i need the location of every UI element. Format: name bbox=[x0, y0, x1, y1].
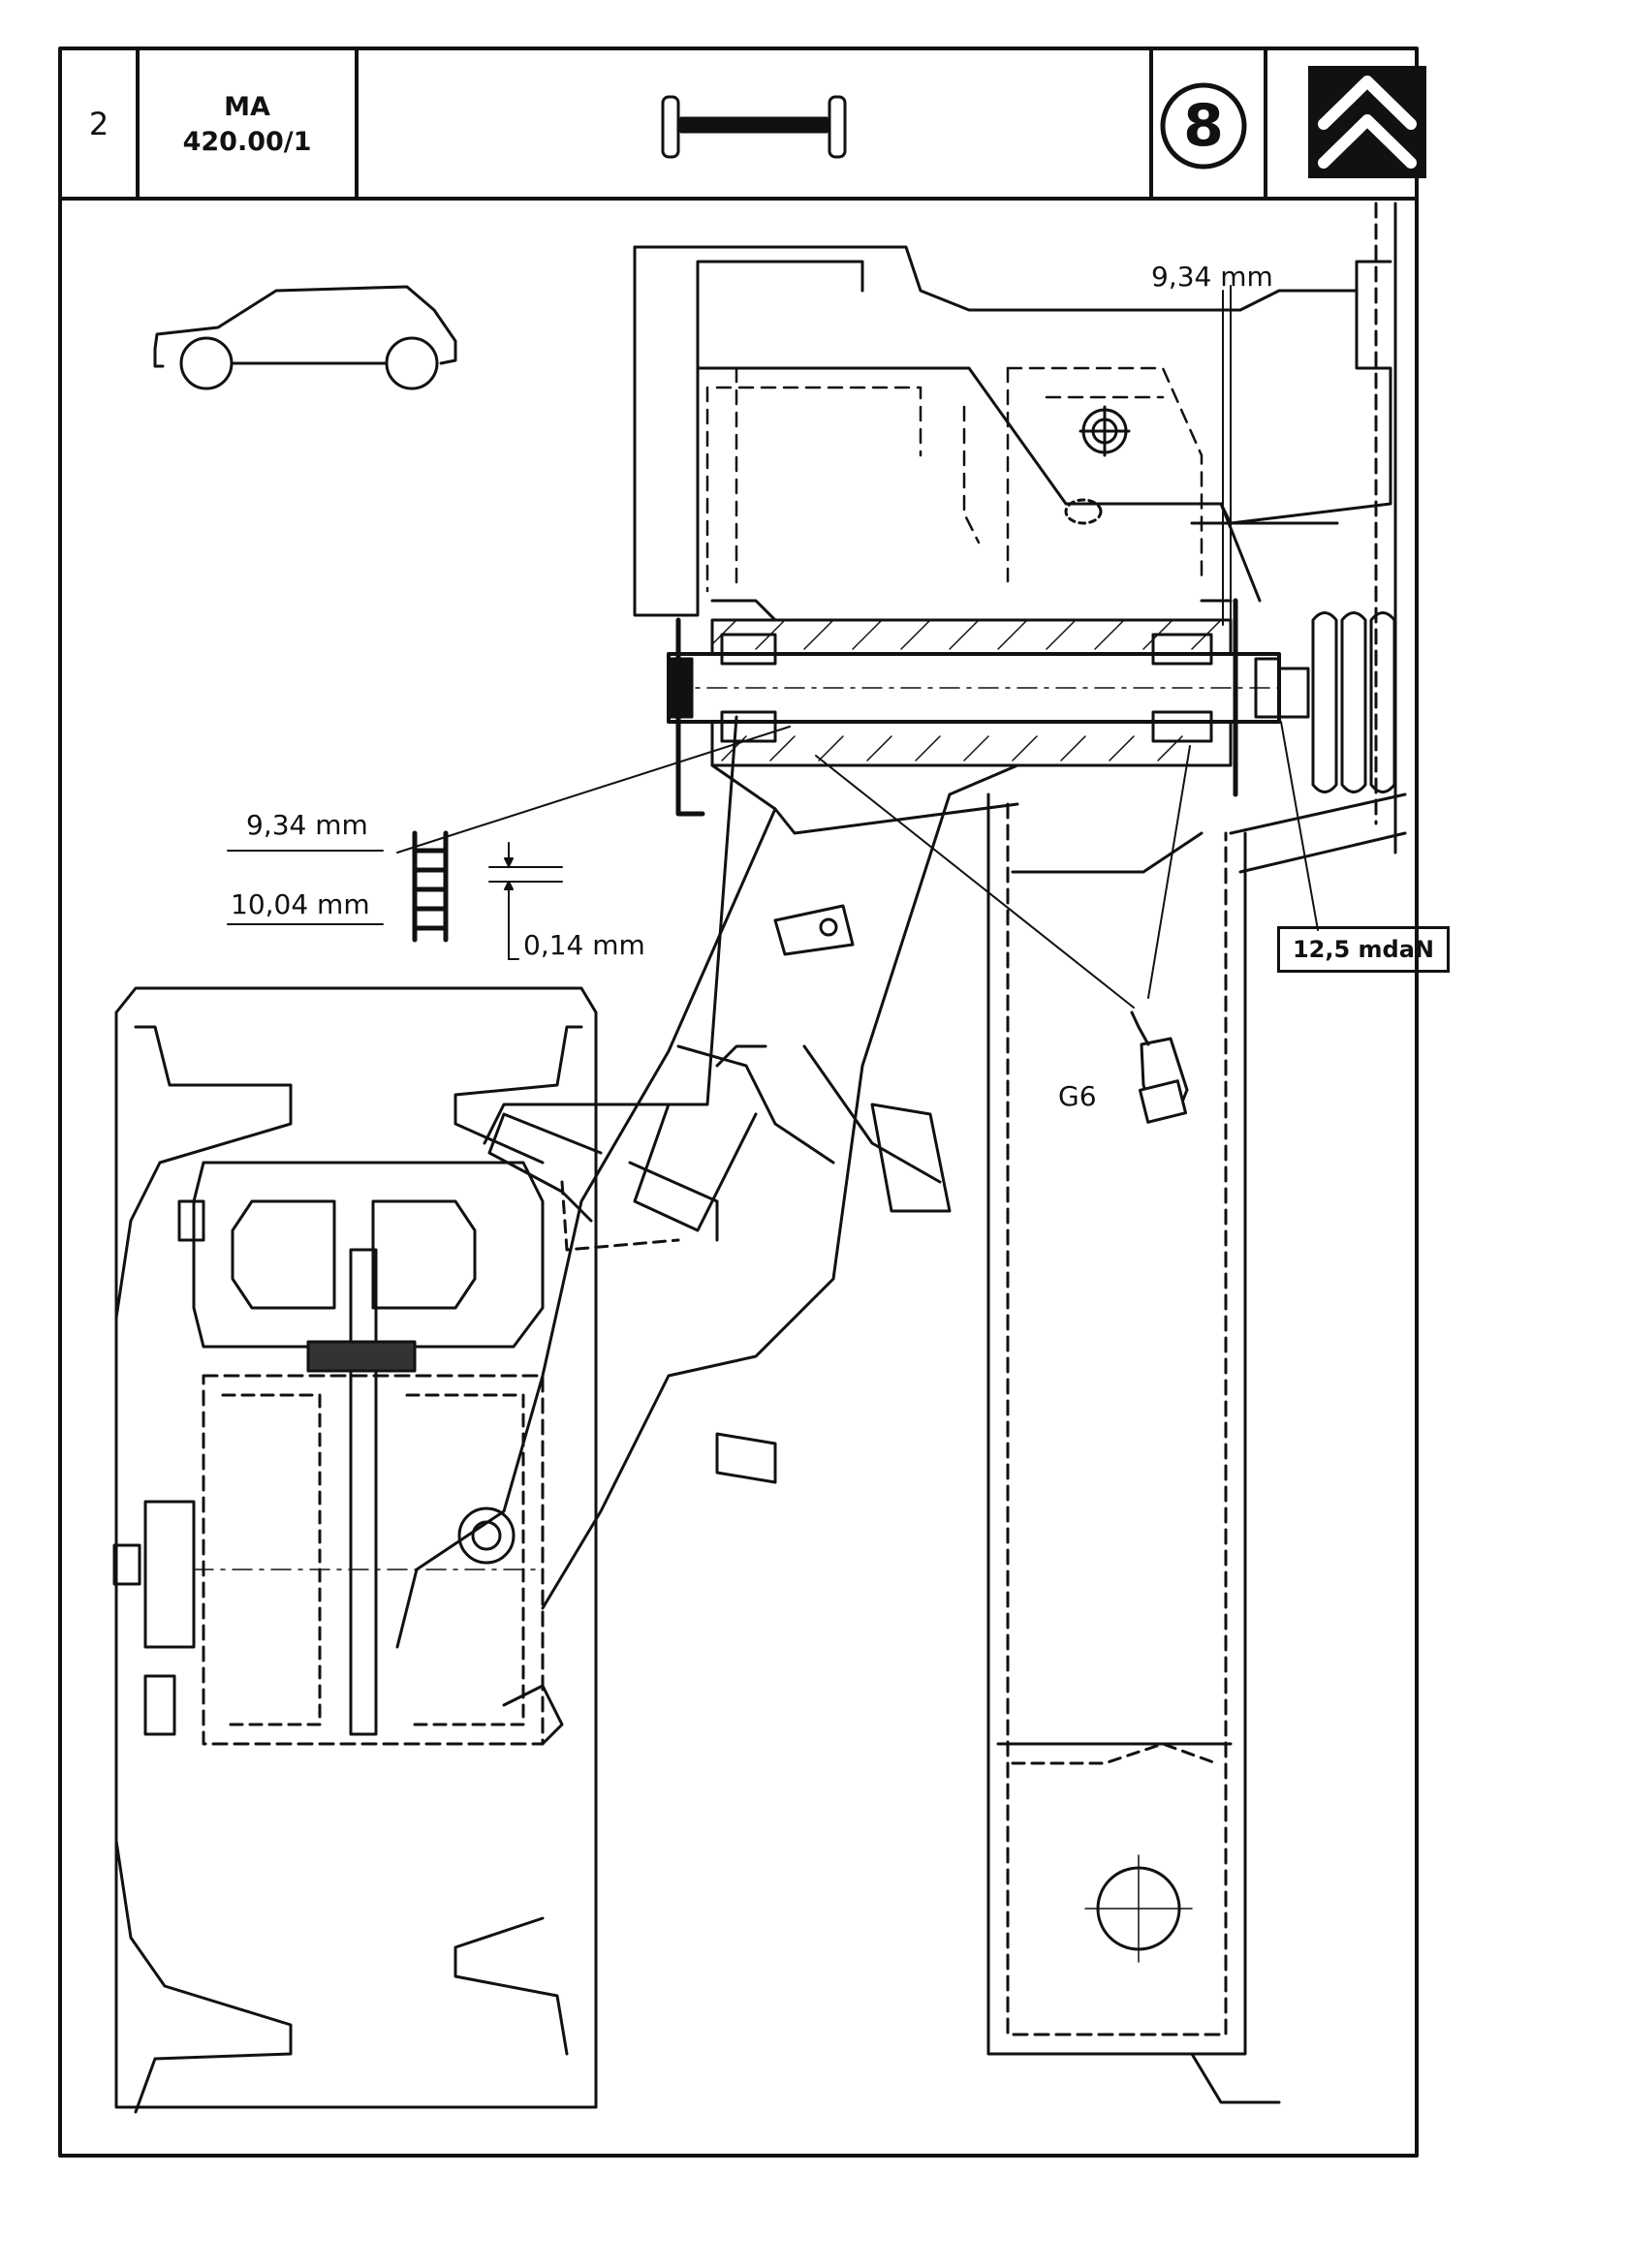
crossmember-outline bbox=[633, 202, 1397, 854]
wheel-rim-section bbox=[114, 986, 598, 2114]
double-chevron-logo-icon bbox=[1308, 66, 1426, 178]
shim-ladder-icon bbox=[412, 830, 449, 943]
doc-code-line1: MA bbox=[224, 91, 270, 122]
group-number-circle bbox=[1160, 82, 1247, 170]
grease-spec-label: G6 bbox=[1058, 1080, 1097, 1112]
doc-code-line2: 420.00/1 bbox=[182, 126, 312, 157]
brake-line bbox=[483, 715, 738, 1145]
shim-thickness-top-label: 9,34 mm bbox=[1151, 261, 1273, 293]
brake-caliper bbox=[112, 1161, 564, 1746]
axle-icon bbox=[661, 95, 847, 159]
car-side-icon bbox=[153, 285, 457, 390]
leader-lines bbox=[396, 285, 1319, 1009]
shim-range-high-label: 10,04 mm bbox=[231, 888, 370, 920]
page-number: 2 bbox=[88, 105, 109, 142]
pivot-tube-assembly bbox=[667, 598, 1396, 817]
torque-label: 12,5 mdaN bbox=[1277, 926, 1450, 973]
grease-tube-icon bbox=[1130, 1010, 1189, 1124]
page-frame bbox=[58, 47, 1419, 2158]
shim-step-dimension bbox=[488, 842, 563, 960]
shim-range-low-label: 9,34 mm bbox=[246, 809, 368, 841]
group-number: 8 bbox=[1183, 92, 1224, 160]
mounting-bolt bbox=[1064, 405, 1131, 525]
shim-step-label: 0,14 mm bbox=[523, 929, 645, 961]
trailing-arm bbox=[395, 763, 1019, 1649]
crossmember-hidden-lines bbox=[705, 366, 1204, 593]
side-member bbox=[986, 792, 1407, 2104]
